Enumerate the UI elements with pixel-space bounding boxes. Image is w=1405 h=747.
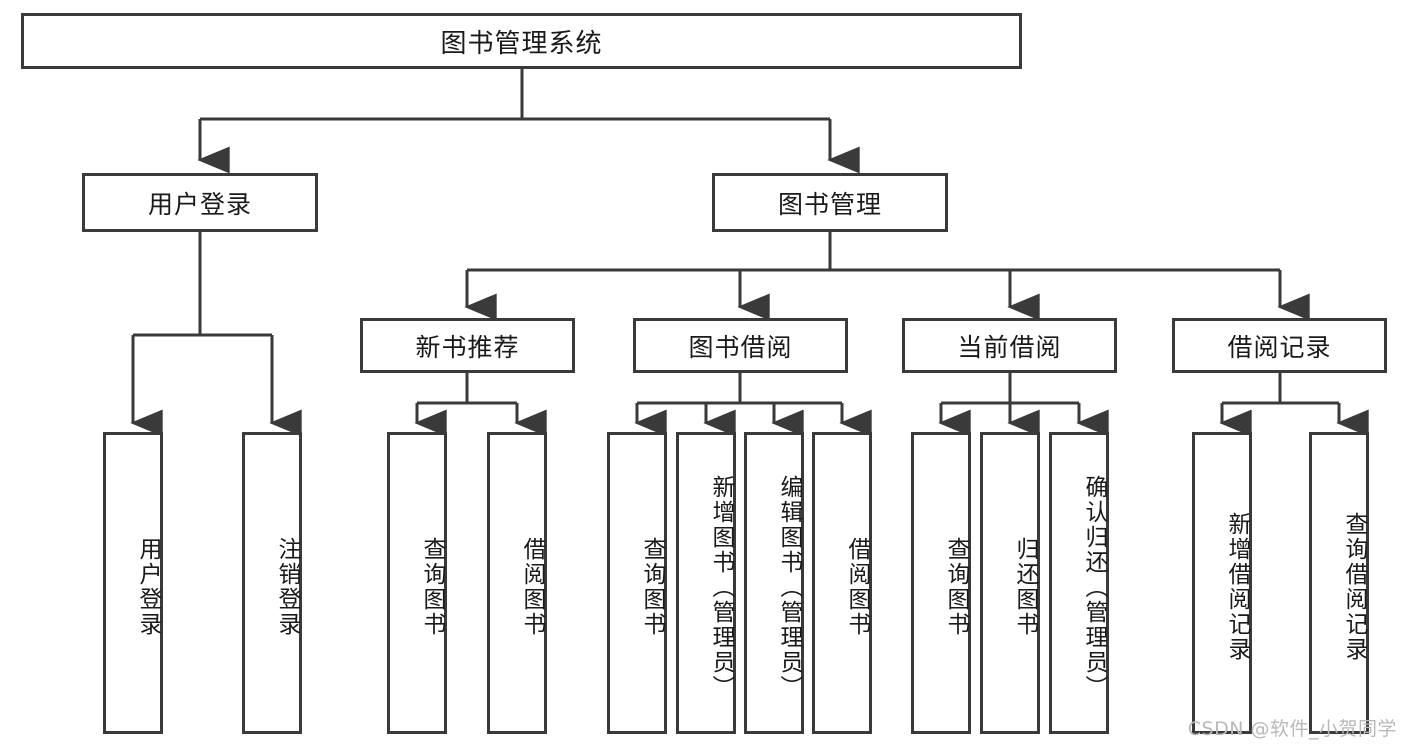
- node-new-book-recommend[interactable]: 新书推荐: [360, 318, 575, 373]
- node-label: 编辑图书（管理员）: [776, 474, 802, 700]
- node-label: 新书推荐: [415, 332, 520, 362]
- leaf-add-book-admin[interactable]: 新增图书（管理员）: [676, 432, 736, 734]
- leaf-return-book[interactable]: 归还图书: [980, 432, 1040, 734]
- node-label: 查询借阅记录: [1341, 512, 1367, 662]
- node-label: 用户登录: [135, 537, 161, 637]
- node-label: 新增借阅记录: [1224, 512, 1250, 662]
- node-book-borrow[interactable]: 图书借阅: [633, 318, 848, 373]
- leaf-edit-book-admin[interactable]: 编辑图书（管理员）: [744, 432, 804, 734]
- leaf-query-book-current[interactable]: 查询图书: [911, 432, 971, 734]
- leaf-borrow-book-recommend[interactable]: 借阅图书: [487, 432, 547, 734]
- node-root-system[interactable]: 图书管理系统: [21, 13, 1022, 69]
- leaf-user-login[interactable]: 用户登录: [103, 432, 163, 734]
- leaf-query-borrow-record[interactable]: 查询借阅记录: [1309, 432, 1369, 734]
- node-label: 借阅图书: [519, 537, 545, 637]
- node-label: 查询图书: [943, 537, 969, 637]
- leaf-add-borrow-record[interactable]: 新增借阅记录: [1192, 432, 1252, 734]
- leaf-logout[interactable]: 注销登录: [242, 432, 302, 734]
- watermark-text: CSDN @软件_小贺同学: [1187, 718, 1397, 740]
- node-label: 用户登录: [147, 189, 252, 219]
- leaf-query-book-recommend[interactable]: 查询图书: [387, 432, 447, 734]
- leaf-borrow-book[interactable]: 借阅图书: [812, 432, 872, 734]
- node-label: 查询图书: [419, 537, 445, 637]
- node-label: 当前借阅: [957, 332, 1062, 362]
- node-label: 借阅图书: [844, 537, 870, 637]
- node-label: 新增图书（管理员）: [708, 474, 734, 700]
- node-label: 确认归还（管理员）: [1081, 474, 1107, 700]
- node-label: 图书管理: [777, 189, 882, 219]
- leaf-query-book-borrow[interactable]: 查询图书: [607, 432, 667, 734]
- node-borrow-record[interactable]: 借阅记录: [1172, 318, 1387, 373]
- node-user-login[interactable]: 用户登录: [82, 173, 318, 232]
- node-label: 注销登录: [274, 537, 300, 637]
- node-label: 图书借阅: [688, 332, 793, 362]
- node-current-borrow[interactable]: 当前借阅: [902, 318, 1117, 373]
- node-label: 查询图书: [639, 537, 665, 637]
- node-label: 归还图书: [1012, 537, 1038, 637]
- leaf-confirm-return-admin[interactable]: 确认归还（管理员）: [1049, 432, 1109, 734]
- node-label: 图书管理系统: [440, 28, 603, 59]
- node-book-management[interactable]: 图书管理: [712, 173, 948, 232]
- node-label: 借阅记录: [1227, 332, 1332, 362]
